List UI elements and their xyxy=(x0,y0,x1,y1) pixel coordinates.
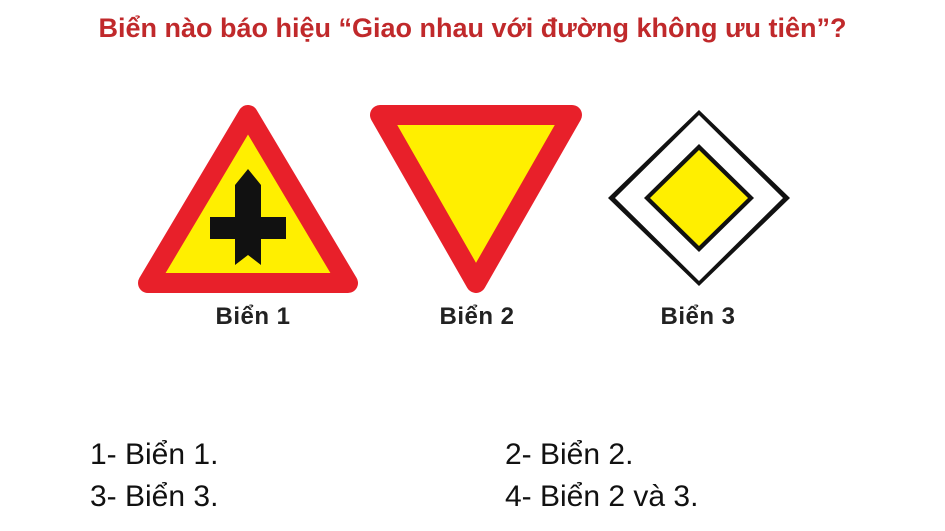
warning-triangle-intersection-icon xyxy=(138,105,358,293)
question-title: Biển nào báo hiệu “Giao nhau với đường k… xyxy=(98,13,847,43)
sign-1-label: Biển 1 xyxy=(215,303,291,330)
answer-option-2[interactable]: 2- Biển 2. xyxy=(505,438,634,471)
yield-inverted-triangle-icon xyxy=(370,105,582,293)
answer-option-3[interactable]: 3- Biển 3. xyxy=(90,480,219,513)
sign-2-label: Biển 2 xyxy=(439,303,515,330)
priority-road-diamond-icon xyxy=(608,110,790,286)
answer-option-1[interactable]: 1- Biển 1. xyxy=(90,438,219,471)
answer-option-4[interactable]: 4- Biển 2 và 3. xyxy=(505,480,699,513)
sign-3-label: Biển 3 xyxy=(660,303,736,330)
